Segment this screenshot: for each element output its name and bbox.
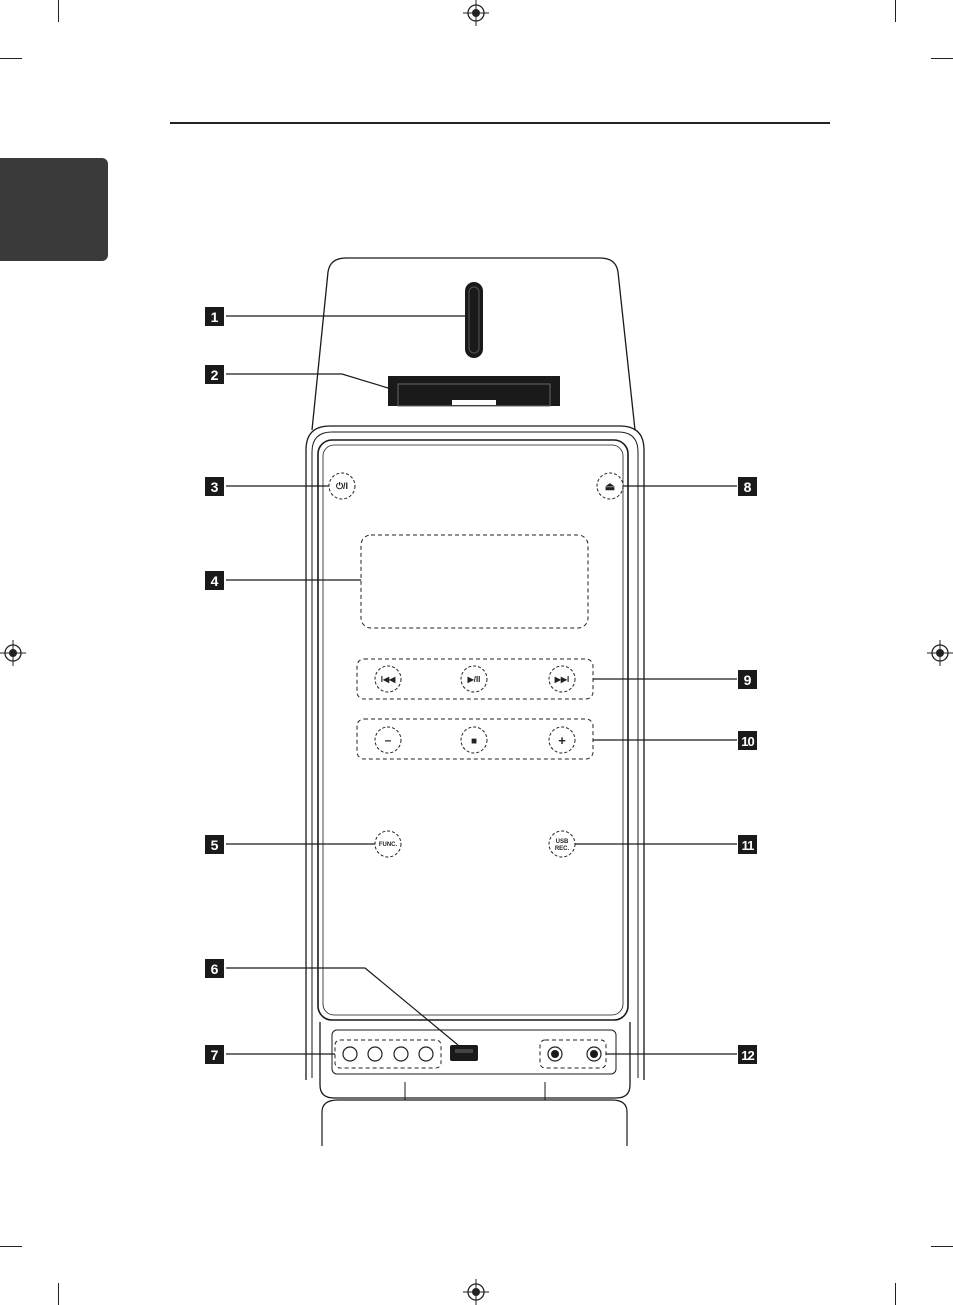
stop-label: ■ (471, 736, 477, 747)
func-label: FUNC. (379, 842, 398, 848)
eject-label: ⏏ (605, 481, 616, 493)
input-jack (368, 1047, 382, 1061)
display-window (361, 535, 588, 628)
input-jack (419, 1047, 433, 1061)
callout-3: 3 (205, 477, 224, 496)
play-pause-label: ▶/II (467, 675, 481, 684)
input-jack (394, 1047, 408, 1061)
vol-up-label: + (558, 733, 566, 748)
callout-4: 4 (205, 571, 224, 590)
usb-rec-label-line2: REC. (555, 846, 570, 852)
vol-down-label: – (385, 733, 392, 747)
callout-8: 8 (738, 477, 757, 496)
callout-7: 7 (205, 1045, 224, 1064)
callout-2: 2 (205, 365, 224, 384)
usb-rec-label-line1: USB (556, 839, 569, 845)
power-label: ⏻/I (336, 481, 348, 491)
callout-12: 12 (738, 1045, 757, 1064)
callout-11: 11 (738, 835, 757, 854)
next-label: ▶▶I (554, 675, 570, 684)
callout-10: 10 (738, 731, 757, 750)
callout-5: 5 (205, 835, 224, 854)
prev-label: I◀◀ (381, 675, 396, 684)
callout-9: 9 (738, 670, 757, 689)
dock-connector (452, 400, 496, 405)
leader-line-6 (226, 968, 458, 1045)
callout-1: 1 (205, 307, 224, 326)
input-jack (343, 1047, 357, 1061)
callout-6: 6 (205, 959, 224, 978)
stand (322, 1100, 627, 1146)
disc-slot (465, 282, 483, 358)
leader-line-2 (226, 374, 388, 388)
